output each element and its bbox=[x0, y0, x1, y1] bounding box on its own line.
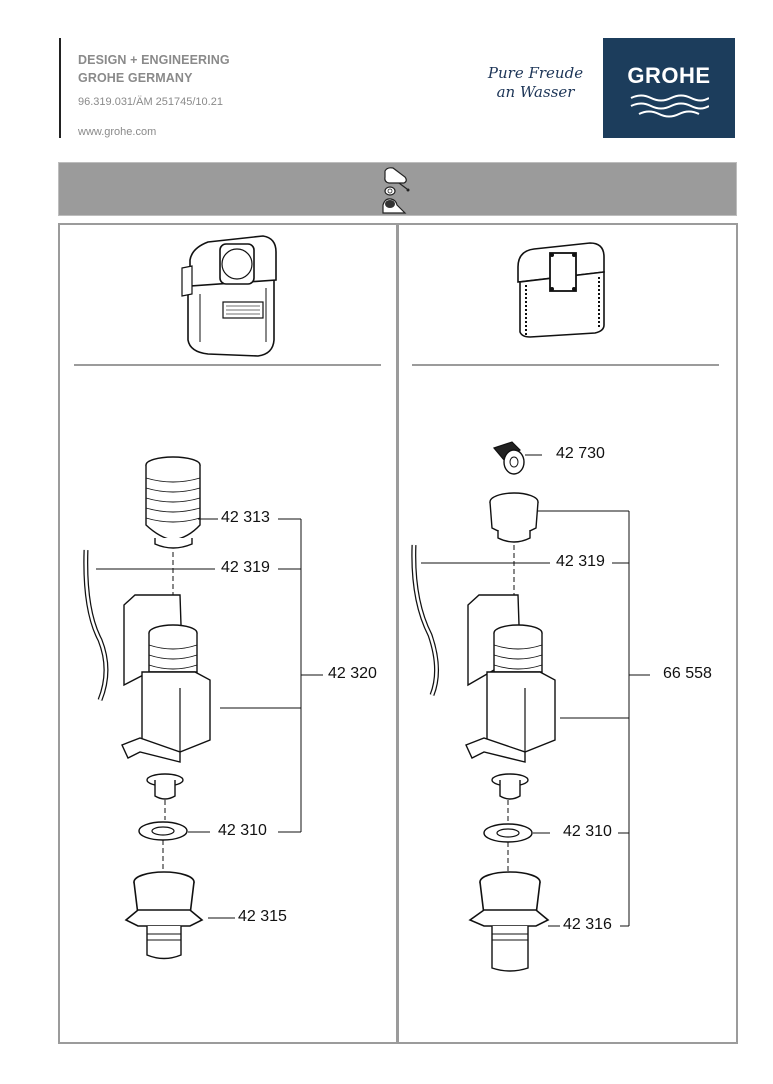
header-subtitle: GROHE GERMANY bbox=[78, 71, 193, 85]
seal-washer-part bbox=[483, 823, 533, 843]
right-exploded-diagram bbox=[411, 441, 650, 972]
fill-valve-part bbox=[121, 594, 211, 800]
valve-seat-part bbox=[124, 871, 204, 960]
concealed-cistern-icon bbox=[181, 235, 277, 357]
tube-part bbox=[412, 544, 438, 696]
float-cap-part bbox=[489, 492, 539, 543]
slogan-line-2: an Wasser bbox=[496, 83, 575, 101]
grohe-logo: GROHE bbox=[603, 38, 735, 138]
website-link[interactable]: www.grohe.com bbox=[78, 126, 157, 138]
slogan-line-1: Pure Freude bbox=[487, 64, 584, 82]
column-separator-left bbox=[74, 364, 381, 366]
product-type-band bbox=[58, 162, 737, 216]
water-waves-icon bbox=[630, 94, 709, 118]
brand-slogan: Pure Freude an Wasser bbox=[478, 64, 593, 102]
part-number-label: 42 319 bbox=[553, 553, 608, 571]
column-divider bbox=[396, 223, 399, 1042]
header-accent-bar bbox=[59, 38, 61, 138]
tube-part bbox=[84, 549, 108, 701]
column-separator-right bbox=[412, 364, 719, 366]
float-cylinder-part bbox=[145, 456, 201, 549]
valve-seat-part bbox=[468, 871, 550, 972]
part-number-label: 42 319 bbox=[218, 559, 273, 577]
part-number-label: 42 730 bbox=[553, 445, 608, 463]
part-number-label: 66 558 bbox=[660, 665, 715, 683]
seal-washer-part bbox=[138, 821, 188, 841]
fill-valve-part bbox=[465, 594, 556, 800]
left-exploded-diagram bbox=[83, 456, 323, 960]
concealed-cistern-flat-icon bbox=[517, 242, 605, 338]
part-number-label: 42 310 bbox=[215, 822, 270, 840]
part-number-label: 42 316 bbox=[560, 916, 615, 934]
valve-insert-part bbox=[492, 441, 525, 475]
part-number-label: 42 310 bbox=[560, 823, 615, 841]
part-number-label: 42 320 bbox=[325, 665, 380, 683]
part-number-label: 42 315 bbox=[235, 908, 290, 926]
document-number: 96.319.031/ÄM 251745/10.21 bbox=[78, 96, 223, 108]
header-title: DESIGN + ENGINEERING bbox=[78, 53, 230, 67]
part-number-label: 42 313 bbox=[218, 509, 273, 527]
logo-text: GROHE bbox=[627, 63, 711, 88]
faucet-lever-icon bbox=[382, 167, 410, 214]
